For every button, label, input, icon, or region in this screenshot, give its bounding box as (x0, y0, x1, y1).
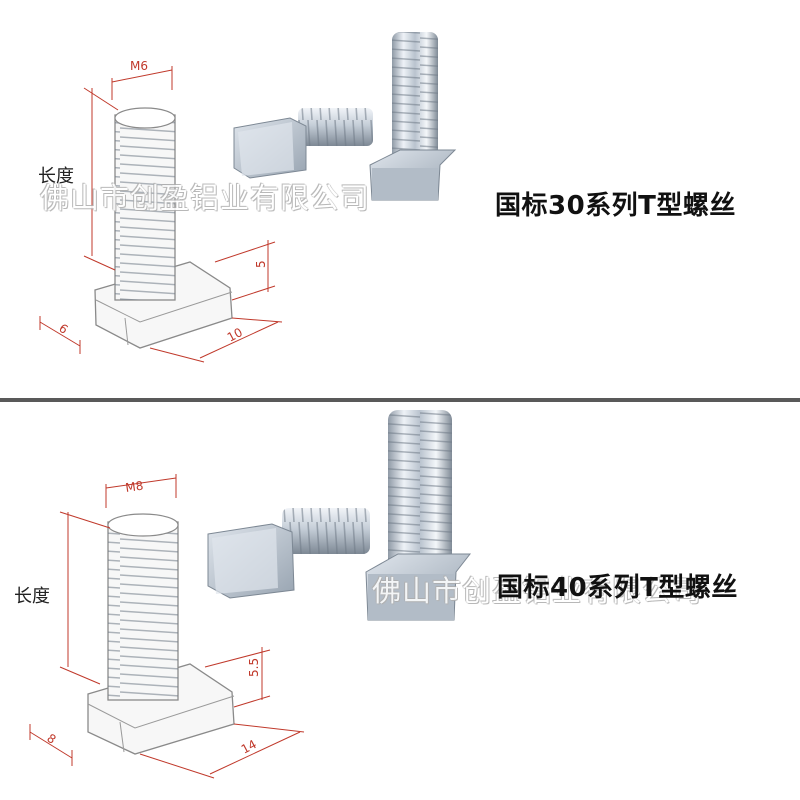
head-height-label: 5 (254, 260, 268, 268)
t-bolt-illustration: M8 5.5 8 14 (29, 410, 472, 779)
length-label: 长度 (38, 166, 74, 187)
thread-size-label: M8 (124, 479, 144, 495)
bolt-photo-horizontal (233, 108, 373, 179)
length-label: 长度 (14, 586, 50, 607)
panel-divider (0, 398, 800, 402)
head-height-label: 5.5 (247, 658, 261, 677)
head-length-label: 10 (225, 325, 245, 345)
dimension-drawing: M6 5 6 10 (39, 59, 283, 363)
thread-size-label: M6 (130, 59, 148, 73)
panel-30-series: M6 5 6 10 长度 佛山市创盈铝业有限公司 国标30系列T型螺丝 (0, 0, 800, 398)
bolt-photo-horizontal (207, 508, 370, 599)
product-title: 国标30系列T型螺丝 (495, 191, 736, 221)
head-width-label: 6 (56, 321, 70, 337)
watermark: 佛山市创盈铝业有限公司 (40, 181, 371, 215)
watermark: 佛山市创盈铝业有限公司 (372, 574, 703, 608)
head-length-label: 14 (239, 737, 259, 757)
bolt-photo-vertical (365, 410, 472, 621)
product-title: 国标40系列T型螺丝 (497, 573, 738, 603)
panel-40-series: M8 5.5 8 14 长度 佛山市创盈铝业有限公司 国标40系列T型螺丝 (0, 402, 800, 800)
t-bolt-illustration: M6 5 6 10 (39, 32, 457, 363)
dimension-drawing: M8 5.5 8 14 (29, 474, 305, 779)
head-width-label: 8 (44, 731, 58, 747)
bolt-photo-vertical (369, 32, 457, 201)
